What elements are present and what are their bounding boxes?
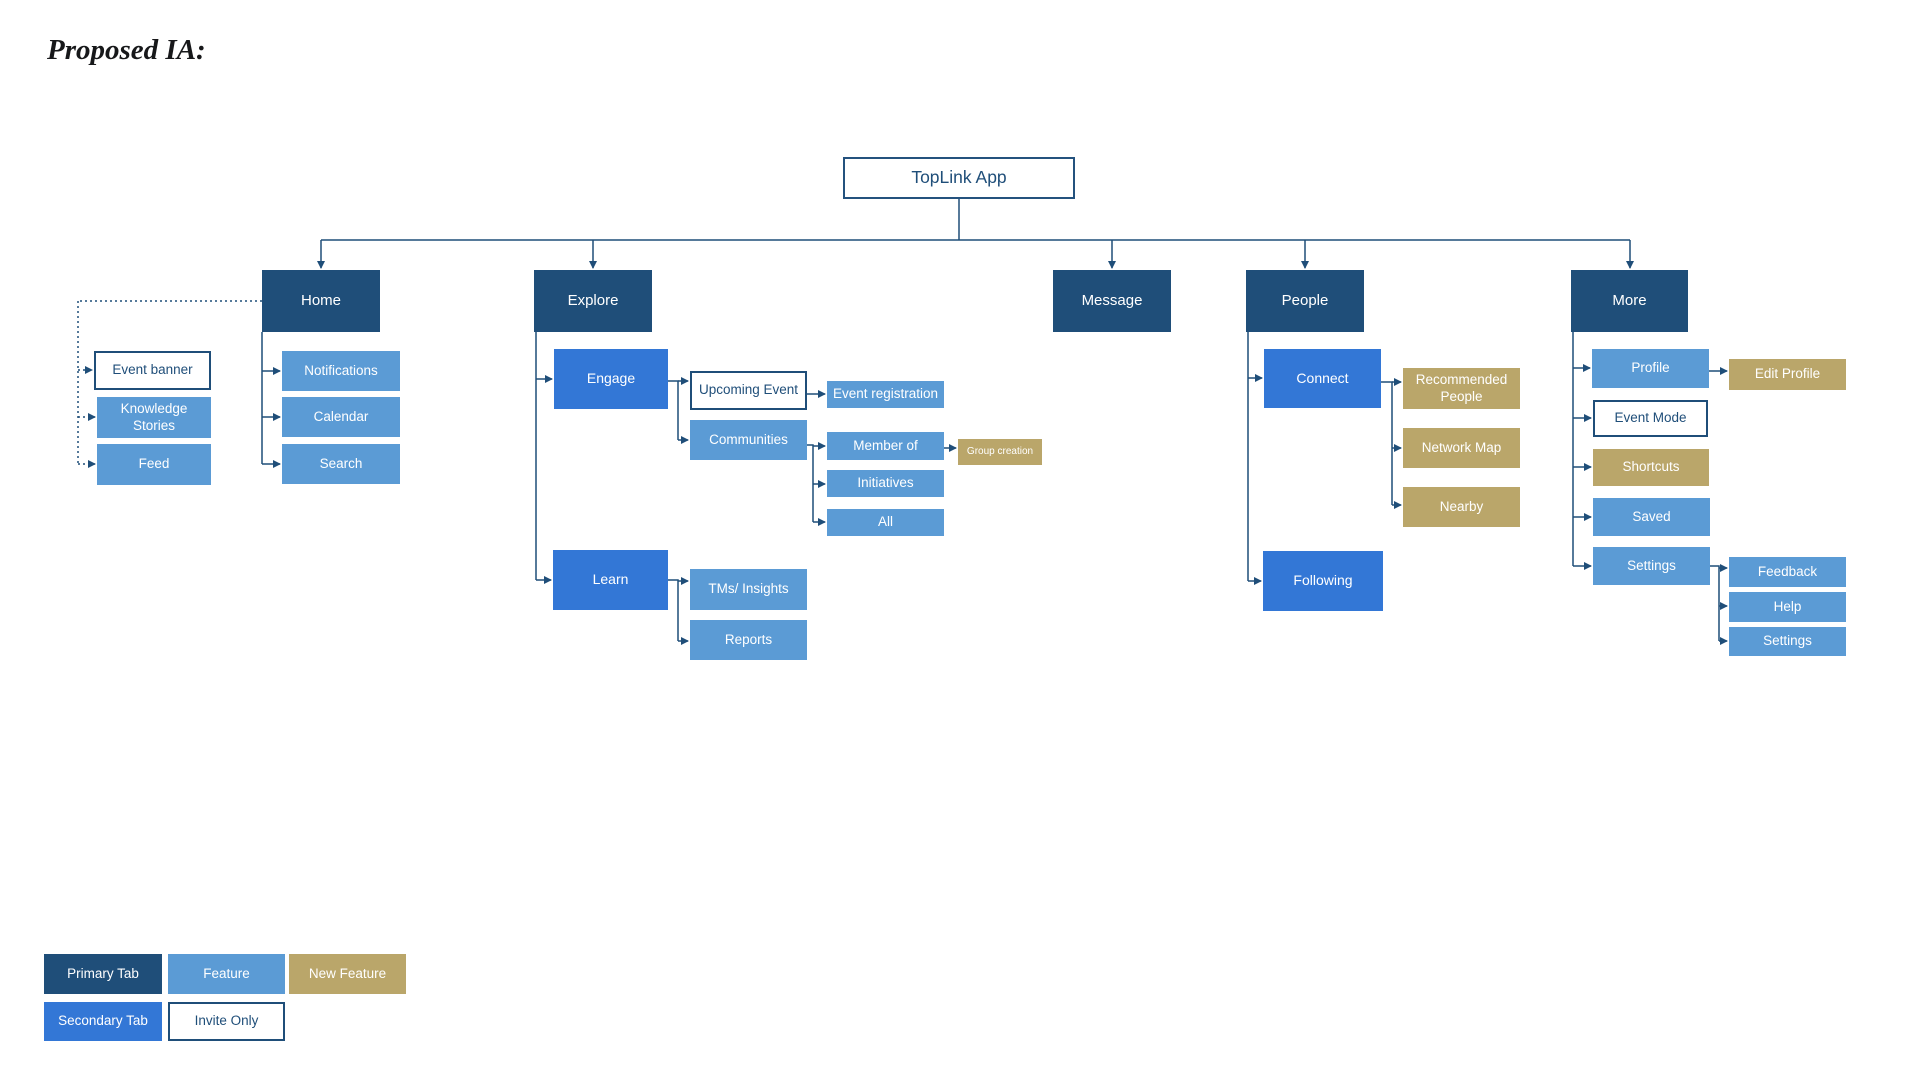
- node-shortcuts: Shortcuts: [1593, 449, 1709, 486]
- legend-secondary-tab: Secondary Tab: [44, 1002, 162, 1041]
- node-calendar: Calendar: [282, 397, 400, 437]
- node-group-creation: Group creation: [958, 439, 1042, 465]
- node-settings: Settings: [1593, 547, 1710, 585]
- node-toplink-app: TopLink App: [843, 157, 1075, 199]
- page-title: Proposed IA:: [47, 34, 206, 66]
- node-profile: Profile: [1592, 349, 1709, 388]
- node-saved: Saved: [1593, 498, 1710, 536]
- node-upcoming-event: Upcoming Event: [690, 371, 807, 410]
- node-knowledge-stories: Knowledge Stories: [97, 397, 211, 438]
- node-engage: Engage: [554, 349, 668, 409]
- node-help: Help: [1729, 592, 1846, 622]
- node-edit-profile: Edit Profile: [1729, 359, 1846, 390]
- node-communities: Communities: [690, 420, 807, 460]
- node-feed: Feed: [97, 444, 211, 485]
- node-nearby: Nearby: [1403, 487, 1520, 527]
- node-connect: Connect: [1264, 349, 1381, 408]
- node-initiatives: Initiatives: [827, 470, 944, 497]
- node-search: Search: [282, 444, 400, 484]
- node-message: Message: [1053, 270, 1171, 332]
- node-event-registration: Event registration: [827, 381, 944, 408]
- node-recommended-people: Recommended People: [1403, 368, 1520, 409]
- node-home: Home: [262, 270, 380, 332]
- node-explore: Explore: [534, 270, 652, 332]
- node-learn: Learn: [553, 550, 668, 610]
- node-event-mode: Event Mode: [1593, 400, 1708, 437]
- node-reports: Reports: [690, 620, 807, 660]
- legend-new-feature: New Feature: [289, 954, 406, 994]
- node-member-of: Member of: [827, 432, 944, 460]
- node-more: More: [1571, 270, 1688, 332]
- node-all: All: [827, 509, 944, 536]
- node-settings-item: Settings: [1729, 627, 1846, 656]
- node-tms-insights: TMs/ Insights: [690, 569, 807, 610]
- legend-primary-tab: Primary Tab: [44, 954, 162, 994]
- node-feedback: Feedback: [1729, 557, 1846, 587]
- node-following: Following: [1263, 551, 1383, 611]
- legend-feature: Feature: [168, 954, 285, 994]
- node-event-banner: Event banner: [94, 351, 211, 390]
- node-people: People: [1246, 270, 1364, 332]
- node-network-map: Network Map: [1403, 428, 1520, 468]
- legend-invite-only: Invite Only: [168, 1002, 285, 1041]
- node-notifications: Notifications: [282, 351, 400, 391]
